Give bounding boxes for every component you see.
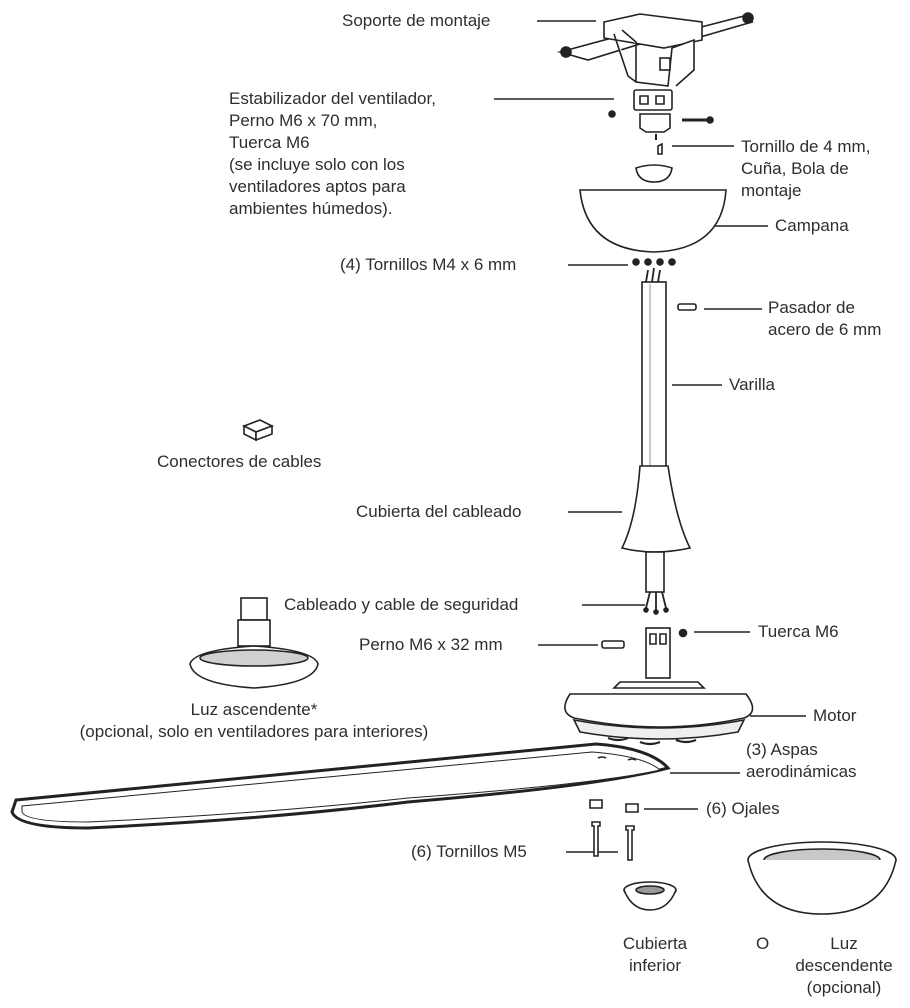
label-downlight: Luz descendente (opcional) [795, 934, 893, 997]
blade-part [10, 742, 671, 830]
label-wiring-cover: Cubierta del cableado [356, 502, 522, 521]
label-bolt-m6-32: Perno M6 x 32 mm [359, 635, 503, 654]
bolt-nut-part [601, 628, 688, 649]
label-canopy: Campana [775, 216, 849, 235]
wiring-cover-part [620, 465, 692, 615]
bottom-cover-part [623, 881, 677, 911]
label-nut-m6: Tuerca M6 [758, 622, 839, 641]
label-m5-screws: (6) Tornillos M5 [411, 842, 527, 861]
canopy-part [579, 189, 727, 266]
label-screw-wedge-ball: Tornillo de 4 mm, Cuña, Bola de montaje [741, 137, 871, 200]
leader-lines [494, 20, 806, 853]
downrod-part [641, 267, 697, 469]
label-mounting-bracket: Soporte de montaje [342, 11, 491, 30]
downlight-part [747, 841, 897, 915]
label-or: O [756, 934, 770, 953]
label-steel-pin: Pasador de acero de 6 mm [768, 298, 882, 339]
label-blades: (3) Aspas aerodinámicas [746, 740, 857, 781]
screw-wedge-ball-part [635, 134, 673, 183]
grommets-screws-part [589, 799, 639, 861]
label-wire-connectors: Conectores de cables [157, 452, 322, 471]
label-motor: Motor [813, 706, 857, 725]
wire-connectors-part [242, 419, 274, 442]
motor-part [564, 627, 754, 746]
label-stabilizer: Estabilizador del ventilador, Perno M6 x… [229, 89, 436, 218]
label-canopy-screws: (4) Tornillos M4 x 6 mm [340, 255, 517, 274]
label-grommets: (6) Ojales [706, 799, 780, 818]
mounting-bracket-part [557, 12, 754, 87]
label-uplight: Luz ascendente* (opcional, solo en venti… [79, 700, 429, 741]
label-downrod: Varilla [729, 375, 775, 394]
uplight-part [189, 597, 319, 689]
label-wiring-safety-cable: Cableado y cable de seguridad [284, 595, 519, 614]
label-bottom-cover: Cubierta inferior [622, 934, 688, 975]
stabilizer-part [608, 89, 714, 133]
